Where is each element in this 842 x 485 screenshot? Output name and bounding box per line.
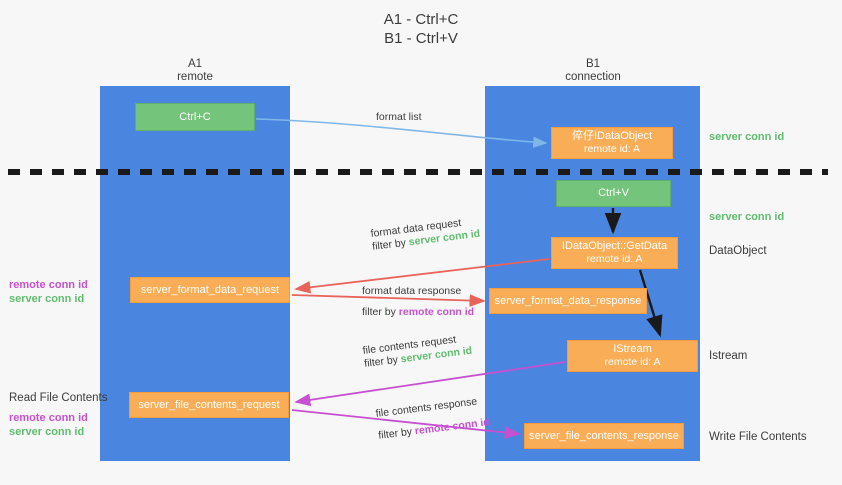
edge-label-fdresp-filter: filter by remote conn id <box>362 306 474 319</box>
box-getdata-line1: IDataObject::GetData <box>561 240 668 252</box>
annotation-write-file-contents: Write File Contents <box>709 431 807 443</box>
edge-label-format-data-response: format data response filter by remote co… <box>362 285 474 319</box>
box-server-format-data-response[interactable]: server_format_data_response <box>489 288 647 314</box>
title-line-2: B1 - Ctrl+V <box>384 30 458 47</box>
fdresp-filter-value: remote conn id <box>398 306 475 318</box>
edge-label-format-list: format list <box>376 111 422 123</box>
lane-header-a1: A1 remote <box>130 58 260 84</box>
box-sfcreq-label: server_file_contents_request <box>138 398 280 411</box>
box-idataobject-line2: remote id: A <box>583 143 641 155</box>
page-title: A1 - Ctrl+C B1 - Ctrl+V <box>0 10 842 48</box>
edge-label-fcresp-title: file contents response <box>375 395 478 420</box>
annotation-read-file-contents: Read File Contents <box>9 392 108 404</box>
fdresp-filter-prefix: filter by <box>362 306 399 318</box>
edge-label-fcresp-filter: filter by remote conn id <box>378 416 491 443</box>
box-server-format-data-request[interactable]: server_format_data_request <box>130 277 290 303</box>
lane-b1-subtitle: connection <box>565 71 621 83</box>
box-ctrl-c[interactable]: Ctrl+C <box>135 103 255 131</box>
annotation-dataobject: DataObject <box>709 245 767 257</box>
box-istream[interactable]: IStream remote id: A <box>567 340 698 372</box>
box-ctrl-v[interactable]: Ctrl+V <box>556 180 671 207</box>
annotation-server-conn-id-second: server conn id <box>709 211 785 223</box>
fcresp-filter-value: remote conn id <box>414 416 491 438</box>
box-istream-line1: IStream <box>613 343 652 355</box>
pair2-remote-conn-id: remote conn id <box>9 412 88 424</box>
annotation-conn-id-pair-2: remote conn id server conn id <box>9 411 88 439</box>
box-getdata-line2: remote id: A <box>586 253 643 265</box>
lane-header-b1: B1 connection <box>518 58 668 84</box>
box-idataobject[interactable]: 倅仔IDataObject remote id: A <box>551 127 673 159</box>
box-server-file-contents-request[interactable]: server_file_contents_request <box>129 392 289 418</box>
lane-a1-title: A1 <box>187 58 203 70</box>
edge-label-fdresp-title: format data response <box>362 285 462 297</box>
box-sfcresp-label: server_file_contents_response <box>529 429 679 442</box>
title-line-1: A1 - Ctrl+C <box>383 11 459 28</box>
lane-b1-title: B1 <box>585 58 601 70</box>
box-idataobject-getdata[interactable]: IDataObject::GetData remote id: A <box>551 237 678 269</box>
fcresp-filter-prefix: filter by <box>377 425 416 442</box>
box-idataobject-line1: 倅仔IDataObject <box>571 130 653 142</box>
edge-label-file-contents-response: file contents response filter by remote … <box>375 394 490 442</box>
annotation-istream: Istream <box>709 350 748 362</box>
box-sfdreq-label: server_format_data_request <box>140 283 280 296</box>
pair2-server-conn-id: server conn id <box>9 426 85 438</box>
lane-a1-subtitle: remote <box>177 71 213 83</box>
edge-label-file-contents-request: file contents request filter by server c… <box>362 332 473 371</box>
box-istream-line2: remote id: A <box>604 356 661 368</box>
box-server-file-contents-response[interactable]: server_file_contents_response <box>524 423 684 449</box>
box-sfdresp-label: server_format_data_response <box>494 294 642 307</box>
pair1-remote-conn-id: remote conn id <box>9 279 88 291</box>
annotation-conn-id-pair-1: remote conn id server conn id <box>9 278 88 306</box>
pair1-server-conn-id: server conn id <box>9 293 85 305</box>
edge-label-format-data-request: format data request filter by server con… <box>370 215 481 254</box>
box-ctrl-c-label: Ctrl+C <box>179 110 211 123</box>
box-ctrl-v-label: Ctrl+V <box>598 187 629 199</box>
annotation-server-conn-id-top: server conn id <box>709 131 785 143</box>
